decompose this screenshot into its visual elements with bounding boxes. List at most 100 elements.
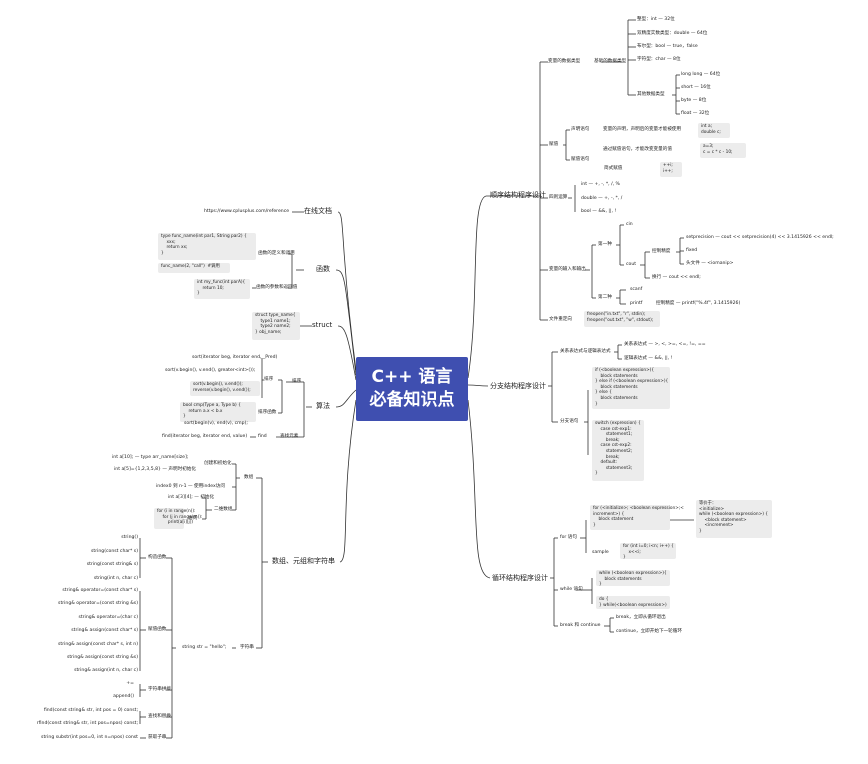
- string-method-item[interactable]: string& assign(const string &s): [66, 655, 138, 660]
- node-for[interactable]: for 语句: [560, 535, 577, 540]
- node-newline[interactable]: 换行 — cout << endl;: [652, 275, 701, 280]
- central-topic[interactable]: C++ 语言 必备知识点: [356, 357, 468, 421]
- node-incr-code[interactable]: ++i; i++;: [660, 162, 682, 177]
- topic-branch[interactable]: 分支结构程序设计: [490, 382, 546, 390]
- node-string-find[interactable]: 查找和替换: [148, 714, 171, 719]
- node-bool[interactable]: 布尔型：bool — true，false: [637, 44, 698, 49]
- node-fixed[interactable]: fixed: [686, 248, 698, 253]
- node-short[interactable]: short — 16位: [681, 85, 711, 90]
- string-method-item[interactable]: string(): [121, 535, 138, 540]
- node-other-type[interactable]: 其他数据类型: [637, 92, 665, 97]
- node-relop[interactable]: 关系表达式 — >, <, >=, <=, !=, ==: [624, 342, 706, 347]
- string-method-item[interactable]: rfind(const string& str, int pos=npos) c…: [36, 721, 138, 726]
- node-io-first[interactable]: 第一种: [598, 242, 612, 247]
- node-assign-desc[interactable]: 通过赋值语句，才能改变变量的值: [603, 147, 672, 152]
- node-for-code[interactable]: for (<initialize>; <boolean expression>;…: [590, 505, 684, 530]
- node-find-decl[interactable]: find(iterator beg, iterator end, value): [162, 434, 248, 439]
- topic-func[interactable]: 函数: [316, 265, 330, 273]
- string-method-item[interactable]: string(const string& s): [86, 562, 138, 567]
- node-printf[interactable]: printf: [630, 301, 643, 306]
- node-func-call-code[interactable]: func_name(2, "call") #调用: [158, 263, 230, 273]
- node-sample-code[interactable]: for (int i=0; i<n; i++) { x<<i; }: [620, 543, 676, 560]
- node-switch-code[interactable]: switch (expression) { case cst-exp1: sta…: [592, 420, 644, 481]
- topic-online[interactable]: 在线文档: [304, 207, 332, 215]
- node-continue-desc[interactable]: continue，立即开始下一轮循环: [616, 629, 682, 634]
- string-method-item[interactable]: find(const string& str, int pos = 0) con…: [43, 708, 138, 713]
- node-string[interactable]: 字符串: [240, 645, 254, 650]
- node-string-assign[interactable]: 赋值函数: [148, 627, 167, 632]
- node-io[interactable]: 变量的输入和输出: [549, 267, 586, 272]
- node-find[interactable]: find: [258, 434, 267, 439]
- string-method-item[interactable]: append(): [113, 694, 134, 699]
- string-method-item[interactable]: string& assign(const char* s): [71, 628, 138, 634]
- node-switch[interactable]: 分支语句: [560, 419, 579, 424]
- node-string-decl[interactable]: string str = "hello";: [182, 645, 227, 650]
- topic-order[interactable]: 顺序结构程序设计: [490, 191, 546, 199]
- node-printf-precision[interactable]: 控制精度 — printf("%.4f", 3.1415926): [656, 301, 741, 306]
- node-sort-reverse[interactable]: sort(v.begin(), v.end()); reverse(v.begi…: [190, 381, 260, 396]
- node-array-2d-access[interactable]: 访问: [188, 516, 198, 521]
- node-io-second[interactable]: 第二种: [598, 295, 612, 300]
- node-array[interactable]: 数组: [244, 475, 254, 480]
- node-array-2d[interactable]: 二维数组: [214, 507, 233, 512]
- string-method-item[interactable]: string substr(int pos=0, int n=npos) con…: [41, 735, 138, 740]
- string-method-item[interactable]: string& assign(int n, char c): [74, 668, 138, 674]
- node-file-code[interactable]: freopen("in.txt", "r", stdin); freopen("…: [584, 311, 660, 327]
- string-method-item[interactable]: string(int n, char c): [93, 575, 138, 581]
- node-array-create-code[interactable]: int a[10]; — type arr_name[size];: [112, 455, 189, 460]
- node-string-ctor[interactable]: 构造函数: [148, 555, 167, 560]
- node-string-concat[interactable]: 字符串拼接: [148, 687, 171, 692]
- node-online-url[interactable]: https://www.cplusplus.com/reference: [204, 209, 290, 214]
- node-declare-code[interactable]: int a; double c;: [698, 123, 730, 138]
- node-cin[interactable]: cin: [626, 222, 633, 227]
- node-struct-code[interactable]: struct type_name{ type1 name1; type2 nam…: [252, 312, 300, 340]
- node-do-code[interactable]: do { } while(<boolean expression>): [596, 596, 670, 609]
- node-headfile[interactable]: 头文件 — <iomanip>: [686, 261, 734, 266]
- node-basic-type[interactable]: 基础的数据类型: [594, 59, 627, 64]
- node-cout[interactable]: cout: [626, 262, 637, 267]
- node-array-init-decl[interactable]: int a[5]={1,2,3,5,8} — 声明时初始化: [114, 467, 196, 472]
- node-array-2d-code[interactable]: for (i in range(n)): for (j in range(m))…: [154, 508, 202, 529]
- node-precision[interactable]: 控制精度: [652, 249, 671, 254]
- node-sort-decl[interactable]: sort(iterator beg, iterator end, _Pred): [192, 355, 278, 360]
- node-func-def-code[interactable]: type func_name(int par1, String par2) { …: [158, 233, 256, 260]
- node-declare-desc[interactable]: 变量的声明，声明后的变量才能被使用: [603, 127, 682, 132]
- node-sort-desc[interactable]: sort(v.begin(), v.end(), greater<int>())…: [165, 368, 256, 373]
- node-bool-ops[interactable]: bool — &&, ||, !: [581, 209, 617, 214]
- node-logop[interactable]: 逻辑表达式 — &&, ||, !: [624, 356, 673, 361]
- string-method-item[interactable]: string& operator=(char c): [78, 614, 138, 620]
- node-file[interactable]: 文件重定向: [549, 317, 572, 322]
- node-incr[interactable]: 简式赋值: [604, 166, 623, 171]
- node-assign-stmt[interactable]: 赋值语句: [571, 157, 590, 162]
- node-for-equiv[interactable]: 等价于： <initialize> while (<boolean expres…: [696, 500, 772, 538]
- topic-struct[interactable]: struct: [312, 321, 333, 329]
- node-while[interactable]: while 语句: [560, 587, 583, 592]
- node-string-substr[interactable]: 获取子串: [148, 735, 167, 740]
- node-sort-fn[interactable]: 排序函数: [258, 410, 277, 415]
- node-break[interactable]: break 和 continue: [560, 623, 601, 628]
- node-cmp-code[interactable]: bool cmp(Type a, Type b) { return a.x < …: [180, 402, 256, 422]
- node-scanf[interactable]: scanf: [630, 287, 643, 292]
- node-if-code[interactable]: if (<boolean expression>){ block stateme…: [592, 367, 670, 409]
- node-sort-cmp[interactable]: sort(begin(v), end(v), cmp);: [184, 421, 248, 426]
- topic-loop[interactable]: 循环结构程序设计: [492, 574, 548, 582]
- node-double-ops[interactable]: double — +, -, *, /: [581, 196, 623, 201]
- node-float[interactable]: float — 32位: [681, 111, 710, 116]
- node-ops[interactable]: 四则运算: [549, 195, 568, 200]
- node-assign-code[interactable]: a=3; c = c * c - 10;: [700, 143, 746, 158]
- string-method-item[interactable]: +=: [126, 681, 134, 686]
- node-int[interactable]: 整型：int — 32位: [637, 17, 675, 22]
- node-array-create[interactable]: 创建和初始化: [204, 461, 232, 466]
- node-declare[interactable]: 声明语句: [571, 127, 590, 132]
- node-rel-expr[interactable]: 关系表达式与逻辑表达式: [560, 349, 611, 354]
- string-method-item[interactable]: string& assign(const char* s, int n): [58, 641, 138, 647]
- node-sort-label[interactable]: 排序: [292, 379, 302, 384]
- topic-array[interactable]: 数组、元组和字符串: [272, 557, 335, 565]
- string-method-item[interactable]: string& operator=(const string &s): [58, 601, 138, 607]
- node-long-long[interactable]: long long — 64位: [681, 72, 721, 77]
- node-func-def[interactable]: 函数的定义和调用: [258, 251, 295, 256]
- node-sorting[interactable]: 排序: [264, 377, 274, 382]
- node-sample[interactable]: sample: [592, 550, 609, 555]
- node-while-code[interactable]: while (<boolean expression>){ block stat…: [596, 570, 670, 587]
- node-func-param[interactable]: 函数的参数和返回值: [256, 285, 298, 290]
